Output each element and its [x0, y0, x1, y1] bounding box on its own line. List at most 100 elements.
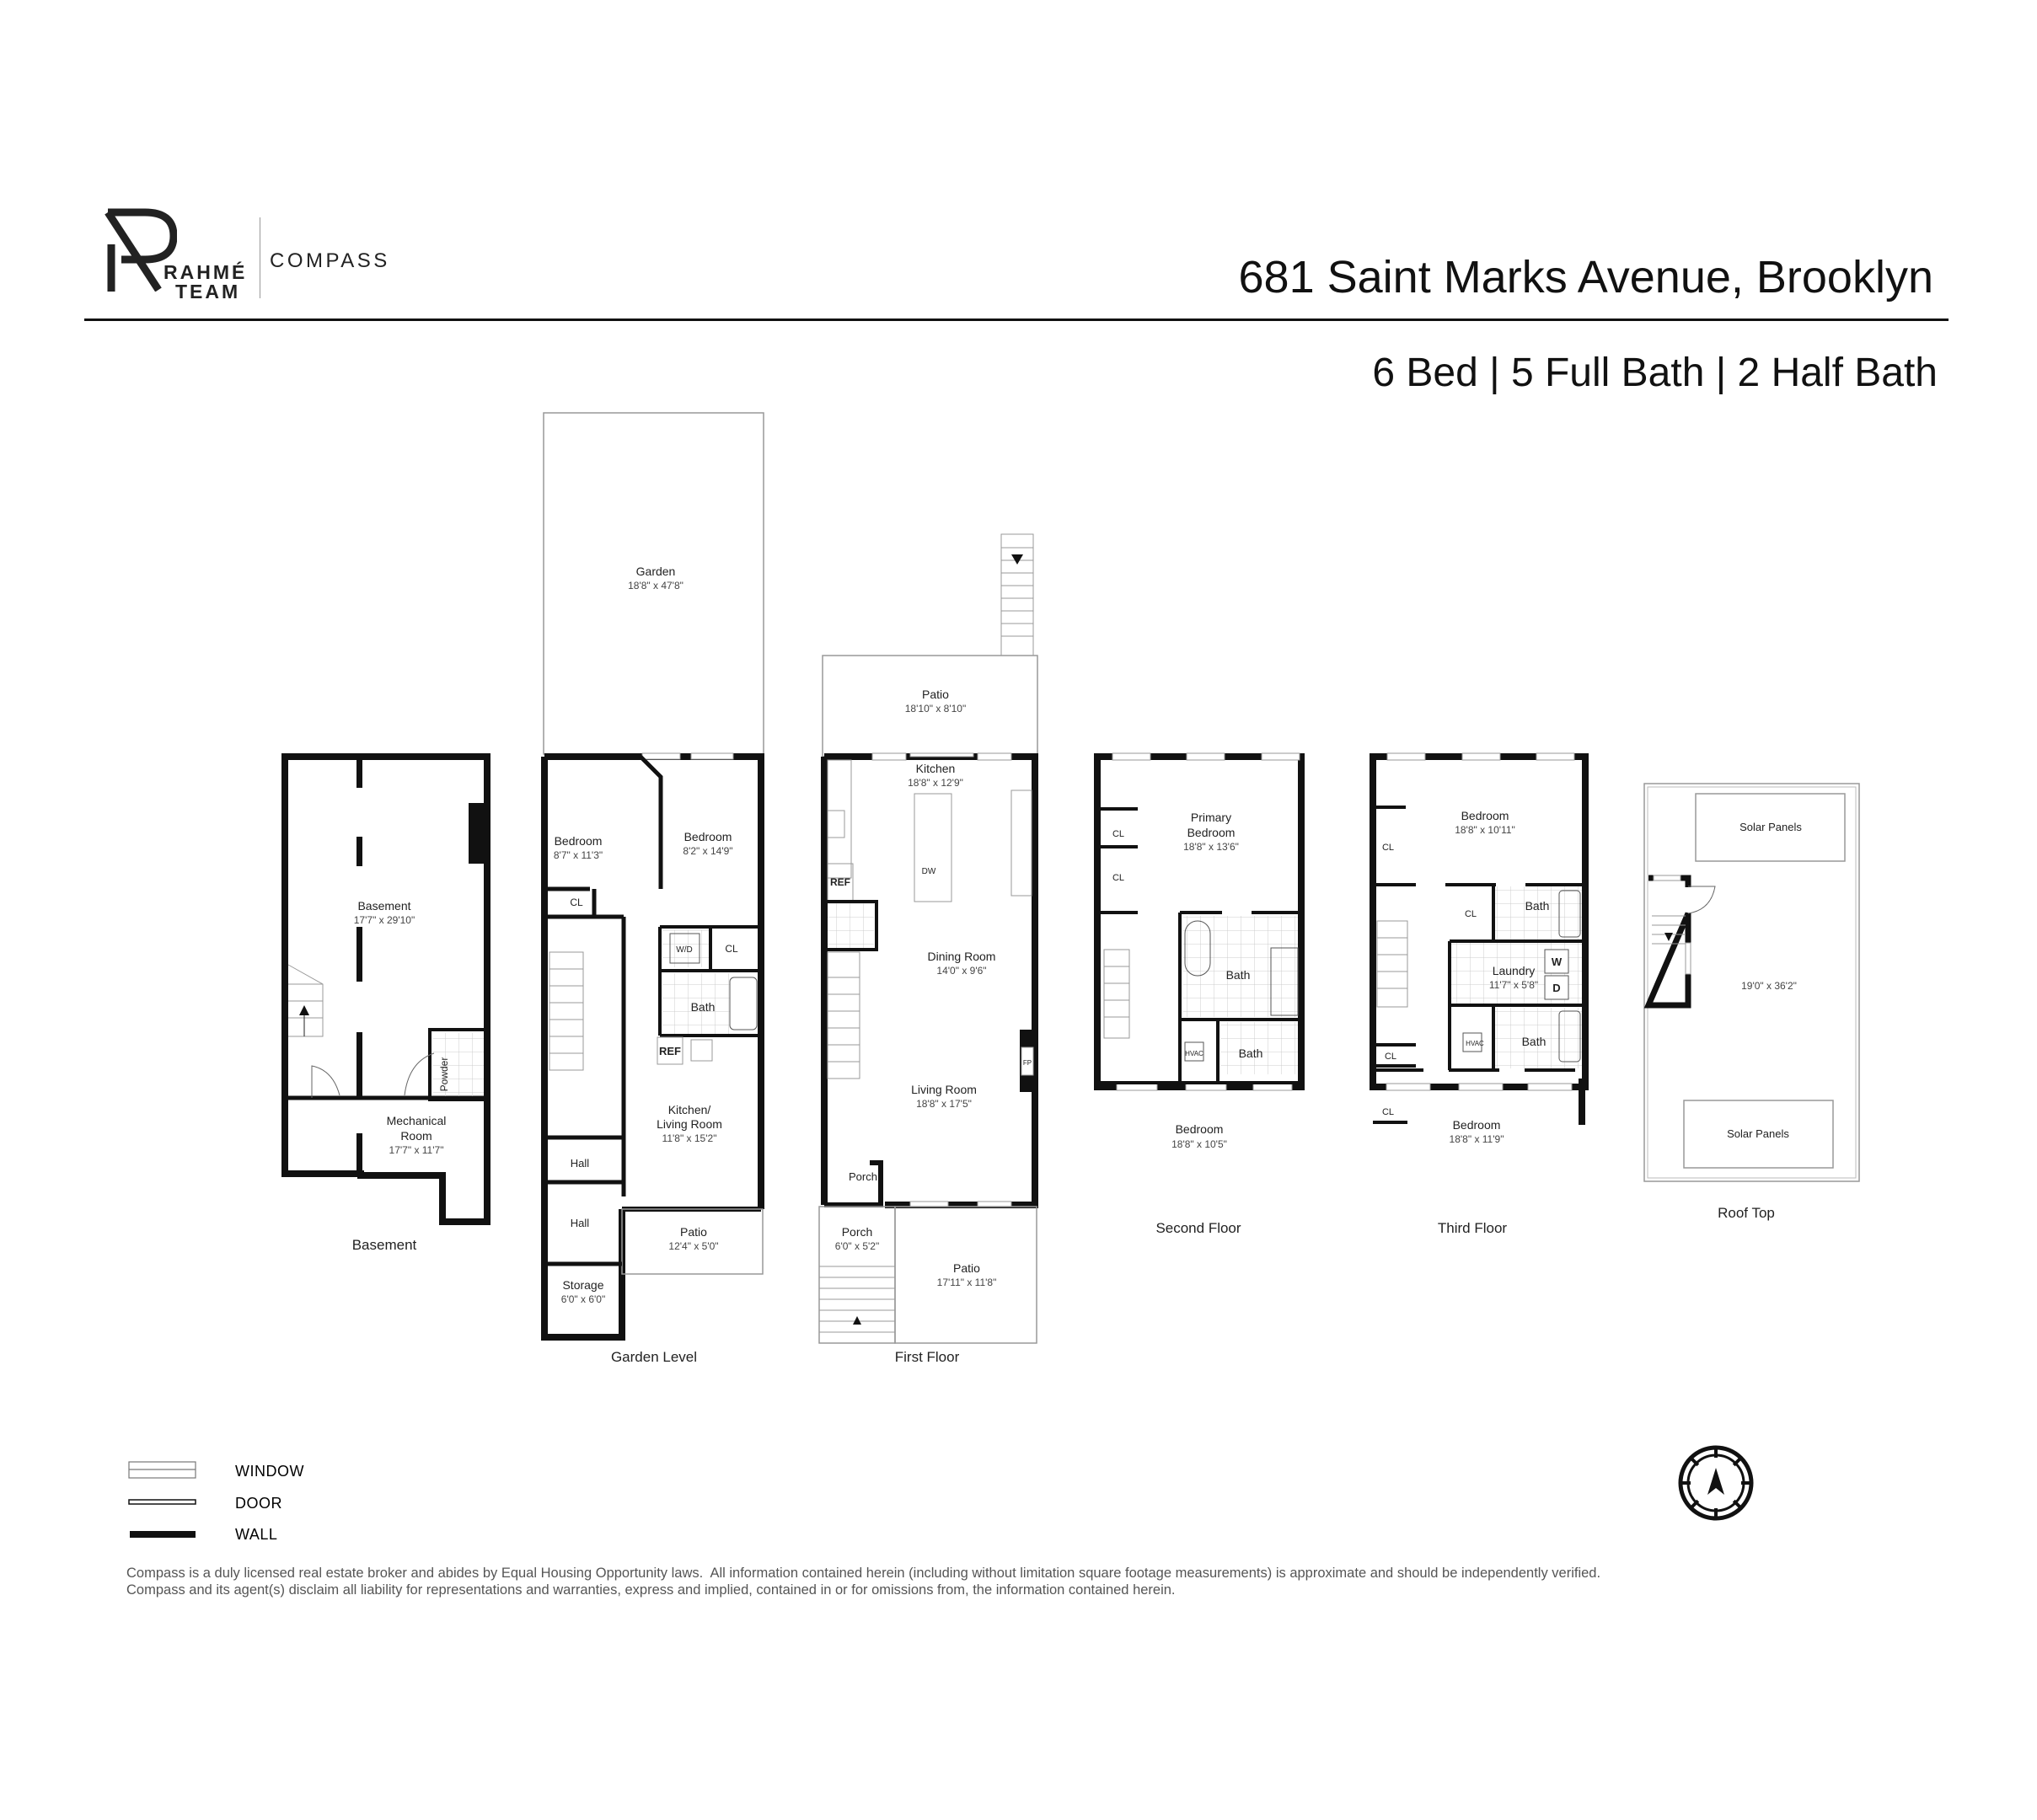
- appliance-label: REF: [659, 1045, 681, 1057]
- room-label: Bedroom: [555, 834, 603, 848]
- room-label: Mechanical: [387, 1114, 447, 1127]
- room-dimensions: 8'2" x 14'9": [683, 845, 732, 857]
- room-label: Bedroom: [684, 830, 732, 843]
- room-label: Laundry: [1493, 964, 1536, 977]
- team-name: RAHMÉ TEAM: [163, 263, 247, 302]
- room-label: Kitchen/: [668, 1103, 711, 1116]
- room-dimensions: 18'8" x 10'5": [1171, 1138, 1227, 1150]
- closet-label: CL: [1112, 829, 1124, 839]
- team-name-line2: TEAM: [175, 281, 241, 302]
- washer-label: W: [1552, 956, 1563, 968]
- closet-label: CL: [725, 943, 738, 955]
- room-label: Bath: [1226, 968, 1251, 982]
- room-label: Basement: [357, 899, 410, 913]
- room-label: Hall: [571, 1217, 590, 1229]
- dryer-label: D: [1552, 982, 1560, 994]
- room-dimensions: 17'7" x 29'10": [354, 914, 415, 926]
- closet-label: CL: [1465, 909, 1477, 919]
- basement-plan: Basement 17'7" x 29'10" Powder Mechanica…: [281, 753, 490, 1253]
- property-title: 681 Saint Marks Avenue, Brooklyn: [1238, 252, 1933, 302]
- roof-top-plan: Solar Panels Solar Panels 19'0" x 36'2" …: [1643, 783, 1860, 1221]
- room-label: Patio: [680, 1225, 707, 1239]
- legend-wall-label: WALL: [235, 1526, 277, 1543]
- floor-name: Roof Top: [1718, 1205, 1775, 1221]
- room-dimensions: 8'7" x 11'3": [554, 849, 603, 861]
- room-label: Powder: [438, 1057, 450, 1092]
- closet-label: CL: [1382, 843, 1394, 853]
- room-label: Bedroom: [1453, 1118, 1501, 1132]
- room-dimensions: 17'11" x 11'8": [937, 1277, 997, 1288]
- room-label: Bath: [1239, 1046, 1263, 1060]
- room-dimensions: 18'10" x 8'10": [905, 703, 967, 715]
- room-label: Bedroom: [1176, 1122, 1224, 1136]
- equipment-label: HVAC: [1466, 1040, 1484, 1047]
- room-label: Storage: [562, 1278, 603, 1292]
- brokerage-name: COMPASS: [270, 249, 390, 272]
- legal-disclaimer: Compass is a duly licensed real estate b…: [126, 1565, 1600, 1598]
- room-dimensions: 6'0" x 6'0": [561, 1293, 605, 1305]
- team-name-line1: RAHMÉ: [163, 261, 248, 283]
- fireplace-label: FP: [1023, 1059, 1032, 1067]
- appliance-label: REF: [830, 876, 850, 888]
- door-symbol-icon: [128, 1499, 196, 1505]
- room-label: Living Room: [911, 1083, 977, 1096]
- solar-panel-label: Solar Panels: [1727, 1127, 1789, 1140]
- appliance-label: W/D: [676, 945, 692, 955]
- room-label: Bath: [691, 1000, 716, 1014]
- room-label: Patio: [953, 1261, 980, 1275]
- room-label: Porch: [849, 1170, 877, 1183]
- room-dimensions: 6'0" x 5'2": [835, 1240, 879, 1252]
- second-floor-plan: CL CL Primary Bedroom 18'8" x 13'6" Bath…: [1094, 752, 1305, 1236]
- room-label: Primary: [1191, 811, 1231, 824]
- room-label: Patio: [922, 688, 949, 701]
- room-dimensions: 11'7" x 5'8": [1489, 979, 1538, 991]
- room-dimensions: 19'0" x 36'2": [1741, 980, 1797, 992]
- third-floor-plan: Bedroom 18'8" x 10'11" CL CL CL CL Bath …: [1370, 752, 1589, 1236]
- equipment-label: HVAC: [1185, 1050, 1203, 1057]
- solar-panel-label: Solar Panels: [1739, 821, 1802, 833]
- room-label: Garden: [636, 565, 676, 578]
- room-dimensions: 12'4" x 5'0": [668, 1240, 718, 1252]
- room-label: Bedroom: [1461, 809, 1509, 822]
- disclaimer-line-1: Compass is a duly licensed real estate b…: [126, 1566, 1601, 1581]
- garden-level-plan: Garden 18'8" x 47'8": [541, 412, 764, 1365]
- room-dimensions: 18'8" x 47'8": [628, 580, 683, 592]
- room-label: Dining Room: [928, 950, 996, 963]
- floor-name: Third Floor: [1438, 1220, 1508, 1236]
- room-dimensions: 14'0" x 9'6": [936, 965, 986, 977]
- appliance-label: DW: [922, 867, 936, 876]
- rahme-logo-mark: [103, 207, 178, 292]
- room-label: Room: [400, 1129, 432, 1143]
- room-dimensions: 18'8" x 17'5": [916, 1098, 972, 1110]
- room-label: Bath: [1522, 1035, 1547, 1048]
- closet-label: CL: [1382, 1107, 1394, 1117]
- room-label: Bath: [1525, 899, 1550, 913]
- room-dimensions: 18'8" x 11'9": [1450, 1133, 1504, 1145]
- room-dimensions: 18'8" x 12'9": [908, 777, 963, 789]
- room-label: Bedroom: [1187, 826, 1236, 839]
- floor-name: First Floor: [895, 1349, 960, 1365]
- room-dimensions: 18'8" x 10'11": [1455, 824, 1515, 836]
- property-summary: 6 Bed | 5 Full Bath | 2 Half Bath: [1372, 351, 1938, 395]
- closet-label: CL: [1385, 1052, 1396, 1062]
- room-label: Living Room: [657, 1117, 722, 1131]
- room-label: Kitchen: [916, 762, 956, 775]
- room-dimensions: 18'8" x 13'6": [1183, 841, 1239, 853]
- closet-label: CL: [570, 897, 583, 908]
- legend: WINDOW DOOR WALL: [128, 1461, 304, 1543]
- wall-symbol-icon: [130, 1531, 196, 1538]
- legend-door-label: DOOR: [235, 1495, 282, 1512]
- first-floor-plan: Patio 18'10" x 8'10" Kitchen 18'8" x 12'…: [818, 533, 1038, 1365]
- room-dimensions: 17'7" x 11'7": [389, 1144, 444, 1156]
- room-label: Hall: [571, 1157, 590, 1170]
- room-dimensions: 11'8" x 15'2": [662, 1132, 717, 1144]
- floor-name: Garden Level: [611, 1349, 697, 1365]
- floor-name: Basement: [352, 1237, 417, 1253]
- header-rule: [84, 318, 1949, 321]
- room-label: Porch: [842, 1225, 873, 1239]
- window-symbol-icon: [128, 1461, 196, 1479]
- north-arrow-icon: [1678, 1445, 1754, 1521]
- legend-window-label: WINDOW: [235, 1463, 304, 1480]
- closet-label: CL: [1112, 873, 1124, 883]
